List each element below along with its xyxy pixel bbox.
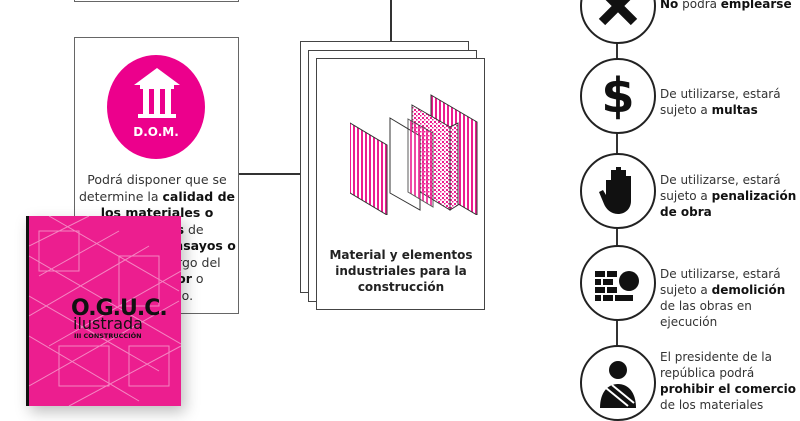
consequence-circle: $ (580, 58, 656, 134)
prohibited-person-icon (600, 361, 636, 408)
connector-line (390, 0, 392, 42)
x-icon (598, 0, 638, 26)
city-illustration (29, 216, 181, 406)
book-cover: O.G.U.C. ilustrada III CONSTRUCCIÓN (26, 216, 181, 406)
wrecking-ball-icon (595, 271, 639, 301)
book-section: III CONSTRUCCIÓN (74, 332, 142, 340)
consequence-text: El presidente de la república podrá proh… (660, 350, 797, 412)
consequence-text: De utilizarse, estará sujeto a demolició… (660, 267, 786, 329)
consequence-text: No podrá emplearse (660, 0, 792, 11)
consequence-circle (580, 245, 656, 321)
dom-badge: D.O.M. (107, 55, 205, 159)
consequence-circle (580, 345, 656, 421)
hand-icon (599, 167, 631, 214)
top-box (74, 0, 239, 2)
consequence-circle (580, 0, 656, 44)
consequence-text: De utilizarse, estará sujeto a multas (660, 87, 781, 117)
material-panels-illustration (350, 94, 478, 215)
connector-line (238, 173, 301, 175)
consequence-text: De utilizarse, estará sujeto a penalizac… (660, 173, 797, 219)
dom-label: D.O.M. (133, 125, 179, 139)
building-icon (134, 68, 180, 118)
material-title: Material y elementos industriales para l… (329, 248, 473, 294)
consequence-circle (580, 153, 656, 229)
dollar-icon: $ (601, 68, 635, 124)
book-subtitle: ilustrada (73, 314, 143, 333)
book-title: O.G.U.C. (71, 296, 168, 321)
